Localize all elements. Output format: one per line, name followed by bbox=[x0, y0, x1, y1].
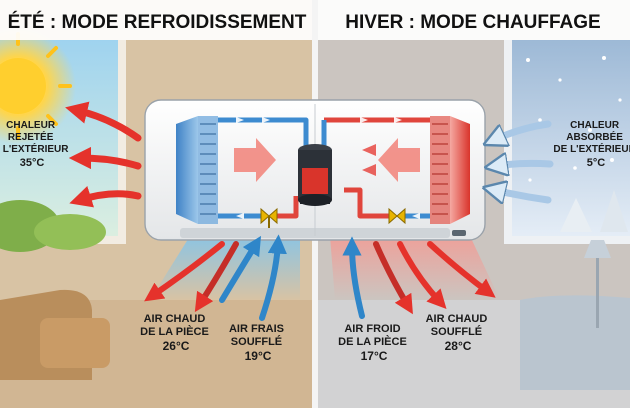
winter-coil bbox=[430, 116, 470, 224]
refrigerant-circuit bbox=[218, 117, 430, 219]
summer-coil bbox=[176, 116, 218, 224]
summer-title: ÉTÉ : MODE REFROIDISSEMENT bbox=[8, 11, 307, 33]
summer-internal-airflow bbox=[234, 138, 276, 182]
indoor-unit bbox=[144, 99, 486, 241]
heat-absorbed-arrows bbox=[494, 120, 554, 200]
snowflakes bbox=[526, 56, 622, 182]
warm-blown-air-label: AIR CHAUD SOUFFLÉ 28°C bbox=[426, 313, 491, 353]
summer-expansion-valve-icon bbox=[260, 207, 278, 228]
winter-title: HIVER : MODE CHAUFFAGE bbox=[345, 12, 600, 33]
heat-rejected-arrows bbox=[65, 101, 142, 208]
armchair bbox=[520, 295, 630, 390]
cool-blown-air-label: AIR FRAIS SOUFFLÉ 19°C bbox=[229, 323, 287, 363]
warm-room-air-label: AIR CHAUD DE LA PIÈCE 26°C bbox=[140, 313, 212, 353]
status-light bbox=[452, 230, 466, 236]
heat-absorbed-label: CHALEUR ABSORBÉE DE L'EXTÉRIEUR 5°C bbox=[553, 120, 630, 169]
heat-rejected-label: CHALEUR REJETÉE À L'EXTÉRIEUR 35°C bbox=[0, 120, 71, 169]
cold-room-air-arrows bbox=[342, 236, 365, 319]
warm-blown-air-arrows bbox=[373, 241, 496, 315]
winter-internal-airflow bbox=[378, 138, 420, 182]
winter-expansion-valve-icon bbox=[388, 207, 406, 225]
cool-air-arrows bbox=[219, 234, 287, 321]
warm-room-air-arrows bbox=[144, 241, 239, 313]
compressor-icon bbox=[298, 144, 332, 206]
cold-room-air-label: AIR FROID DE LA PIÈCE 17°C bbox=[338, 323, 410, 363]
